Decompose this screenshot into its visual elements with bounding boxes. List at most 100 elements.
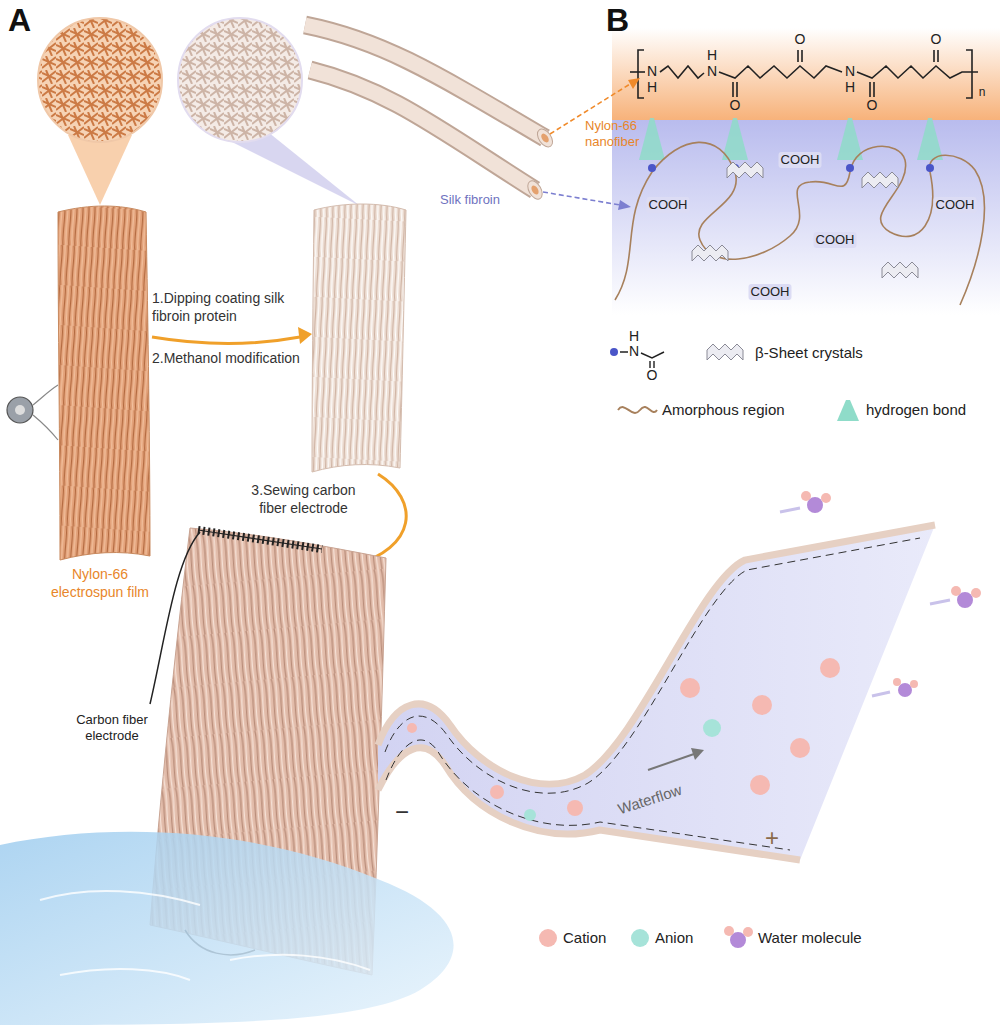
chem-group: COOH [749, 284, 792, 300]
cation [680, 678, 700, 698]
nylon-chain [798, 50, 802, 62]
fiber-mesh-zoom [38, 18, 162, 142]
electrospinning-spool [33, 385, 58, 440]
nylon-chain [630, 50, 978, 98]
amide-icon [650, 361, 654, 368]
chem-atom: H [647, 79, 657, 97]
flow-channel [385, 538, 920, 793]
film-label: Nylon-66 electrospun film [40, 566, 160, 601]
coaxial-nanofiber [540, 132, 551, 144]
process-label: 3.Sewing carbon fiber electrode [236, 482, 371, 517]
polarity-sign: − [395, 797, 409, 827]
coaxial-nanofiber [534, 126, 555, 149]
chem-atom: O [730, 97, 741, 115]
legend-swatch [631, 929, 649, 947]
process-label: 1.Dipping coating silk fibroin protein [152, 290, 292, 325]
chem-atom: N [845, 63, 855, 81]
anion [524, 719, 721, 821]
cation [790, 738, 810, 758]
carbon-electrode [150, 532, 200, 704]
beta-sheet [882, 262, 918, 278]
water-molecule [971, 588, 981, 598]
dashed-pointer [543, 192, 620, 205]
chem-atom: H [629, 328, 639, 346]
cation [407, 658, 840, 816]
water-pool [40, 891, 370, 980]
chem-atom: N [647, 63, 657, 81]
hydrogen-bond [917, 118, 943, 160]
chem-group: COOH [814, 232, 857, 248]
water-molecule [951, 586, 961, 596]
coaxial-nanofiber [310, 70, 535, 190]
water-molecule [910, 680, 918, 688]
nylon-chain [934, 50, 938, 62]
water-molecule [801, 491, 811, 501]
process-arrow [352, 474, 406, 566]
coaxial-nanofiber [525, 178, 545, 201]
fiber-mesh-zoom [178, 18, 302, 142]
chem-atom: N [707, 63, 717, 81]
dashed-pointer [618, 200, 631, 210]
cation [407, 723, 417, 733]
panel-letter: A [8, 0, 31, 40]
coaxial-nanofiber [530, 184, 540, 196]
chem-atom: O [795, 31, 806, 49]
cation [752, 695, 772, 715]
beta-sheet [862, 172, 898, 188]
water-molecule-icon [724, 926, 734, 936]
chem-atom: N [629, 343, 639, 361]
amorphous-icon [618, 407, 657, 413]
coaxial-nanofiber [305, 25, 556, 202]
cation [750, 775, 770, 795]
legend-label: Amorphous region [662, 401, 785, 420]
amorphous-chain [615, 142, 984, 305]
panel-b-background [612, 28, 1000, 315]
nylon-chain [638, 50, 644, 98]
chem-group: COOH [934, 197, 977, 213]
anion [524, 809, 536, 821]
polarity-sign: + [765, 823, 779, 853]
nylon-chain [733, 82, 737, 97]
panel-b-background [612, 28, 1000, 120]
amide-dot [648, 164, 656, 172]
beta-sheet [692, 245, 728, 261]
cation [567, 800, 583, 816]
flow-arrow [691, 748, 704, 760]
chem-group: COOH [647, 197, 690, 213]
water-molecule [821, 493, 831, 503]
coated-film [312, 204, 406, 472]
cation [820, 658, 840, 678]
amide-dot [846, 164, 854, 172]
cation [490, 785, 504, 799]
panel-b-background [612, 120, 1000, 315]
chem-atom: H [707, 47, 717, 65]
beta-sheet-icon [707, 344, 743, 360]
legend-label: β-Sheet crystals [755, 344, 863, 363]
flow-channel [378, 525, 935, 860]
zoom-cone [68, 135, 132, 205]
amide-dot [610, 348, 618, 356]
chem-subscript: n [979, 85, 986, 100]
nylon-chain [870, 82, 874, 97]
hydrogen-bond [639, 118, 665, 160]
chem-atom: O [647, 367, 658, 385]
legend-label: hydrogen bond [866, 401, 966, 420]
nylon-chain [719, 66, 842, 78]
flow-label: Waterflow [616, 781, 685, 819]
flow-arrow [648, 748, 704, 770]
chem-atom: O [867, 97, 878, 115]
beta-sheet [727, 162, 763, 178]
water-molecule-icon [743, 927, 753, 937]
amorphous-chain [615, 142, 984, 305]
water-molecule [898, 683, 912, 697]
dashed-pointer [628, 78, 640, 89]
coaxial-nanofiber [310, 70, 535, 190]
hydrogen-bond-icon [837, 400, 859, 421]
callout-label: Nylon-66 nanofiber [585, 118, 657, 151]
legend-swatch [539, 929, 557, 947]
carbon-electrode [198, 530, 322, 549]
amide-icon [620, 352, 664, 368]
legend-label: Water molecule [758, 929, 862, 948]
